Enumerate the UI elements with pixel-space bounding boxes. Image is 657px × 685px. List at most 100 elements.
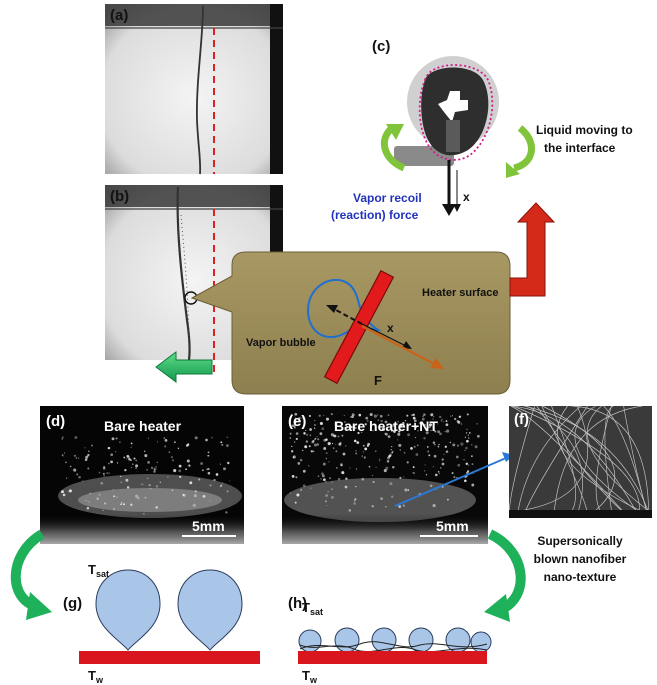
vapor-speck [153, 469, 155, 471]
vapor-speck [346, 425, 349, 429]
vapor-speck [391, 495, 394, 498]
vapor-speck [350, 416, 352, 418]
vapor-speck [321, 472, 324, 476]
vapor-speck [399, 449, 401, 451]
vapor-speck [403, 451, 406, 454]
vapor-speck [164, 439, 168, 442]
vapor-speck [348, 509, 352, 512]
vapor-speck [120, 503, 122, 506]
vapor-speck [384, 505, 387, 508]
vapor-speck [211, 436, 213, 439]
vapor-speck [155, 465, 157, 468]
vapor-speck [465, 446, 468, 450]
vapor-speck [377, 414, 379, 416]
vapor-speck [303, 432, 306, 435]
vapor-speck [454, 417, 457, 421]
vapor-speck [295, 432, 299, 435]
vapor-speck [445, 450, 449, 453]
vapor-speck [207, 471, 211, 475]
callout-x-label: x [387, 321, 394, 335]
vapor-speck [325, 452, 328, 455]
vapor-speck [61, 437, 64, 440]
vapor-speck [402, 421, 405, 424]
vapor-speck [353, 500, 356, 502]
panel-h-label: (h) [288, 595, 307, 612]
vapor-speck [104, 502, 107, 505]
vapor-speck [178, 469, 182, 473]
vapor-speck [193, 494, 197, 498]
vapor-speck [78, 476, 81, 479]
vapor-speck [471, 463, 474, 466]
vapor-speck [353, 502, 356, 505]
vapor-speck [209, 484, 212, 487]
vapor-speck [179, 475, 182, 479]
vapor-speck [384, 420, 388, 424]
vapor-speck [414, 426, 418, 429]
vapor-speck [339, 441, 342, 444]
vapor-speck [452, 443, 456, 447]
vapor-speck [164, 445, 167, 448]
vapor-speck [116, 496, 118, 498]
panel-e-label: (e) [288, 413, 306, 430]
nanofiber [524, 405, 649, 511]
vapor-speck [318, 414, 321, 417]
vapor-speck [98, 471, 101, 474]
vapor-speck [439, 415, 442, 419]
vapor-speck [215, 473, 219, 476]
vapor-speck [221, 443, 224, 446]
vapor-speck [135, 467, 138, 470]
vapor-speck [399, 423, 403, 427]
vapor-speck [328, 477, 332, 480]
vapor-speck [178, 464, 182, 468]
vapor-speck [316, 443, 320, 446]
vapor-speck [464, 436, 467, 438]
nanofiber [587, 405, 648, 511]
vapor-speck [375, 466, 377, 468]
vapor-speck [320, 478, 322, 480]
vapor-speck [361, 431, 363, 434]
vapor-speck [471, 483, 475, 487]
vapor-speck [192, 503, 196, 507]
vapor-speck [174, 441, 176, 443]
vapor-speck [411, 414, 414, 417]
vapor-speck [456, 420, 460, 423]
vapor-speck [173, 469, 177, 473]
d-to-g-arrow-icon [10, 529, 45, 611]
vapor-speck [65, 461, 67, 464]
panel-g: (g) Tsat Tw [63, 562, 260, 685]
nanofiber [536, 405, 622, 511]
vapor-speck [325, 438, 328, 441]
vapor-speck [128, 457, 131, 461]
up-elbow-arrow-icon [509, 202, 556, 297]
panel-h-heater [298, 651, 487, 664]
vapor-speck [292, 455, 296, 459]
vapor-speck [365, 416, 369, 420]
vapor-speck [120, 475, 122, 478]
vapor-speck [291, 445, 293, 448]
vapor-speck [432, 465, 435, 468]
vapor-speck [291, 450, 294, 453]
vapor-speck [82, 480, 84, 482]
vapor-speck [387, 414, 390, 416]
vapor-speck [423, 470, 426, 472]
vapor-speck [464, 477, 466, 479]
vapor-speck [309, 434, 312, 436]
panel-b-label: (b) [110, 188, 129, 205]
vapor-speck [419, 422, 422, 425]
nanofiber [604, 405, 614, 511]
vapor-speck [130, 442, 133, 445]
vapor-speck [141, 483, 143, 485]
vapor-speck [167, 476, 169, 478]
vapor-speck [445, 420, 448, 423]
vapor-speck [466, 428, 468, 430]
vapor-speck [368, 465, 371, 468]
vapor-speck [334, 422, 338, 426]
vapor-speck [393, 430, 396, 433]
vapor-speck [306, 433, 309, 436]
vapor-speck [302, 484, 306, 488]
vapor-speck [331, 488, 333, 490]
nanofiber [513, 405, 640, 511]
vapor-speck [474, 445, 478, 449]
vapor-speck [341, 434, 344, 437]
vapor-speck [354, 426, 357, 430]
